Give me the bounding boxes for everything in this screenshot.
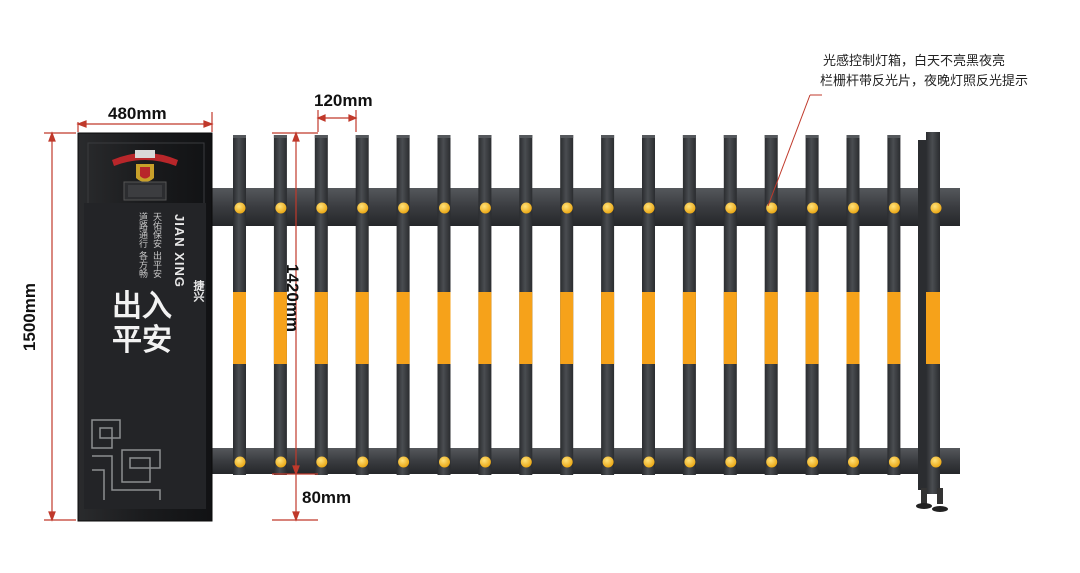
gate-bar	[560, 135, 574, 475]
reflector-dot	[357, 456, 369, 468]
reflector-dot	[766, 202, 778, 214]
gate-bar	[805, 135, 819, 475]
dim-bar-spacing: 120mm	[314, 91, 373, 110]
reflector-dot	[398, 456, 410, 468]
gate-bar	[396, 135, 410, 475]
reflective-stripe	[601, 292, 615, 364]
vertical-bars	[233, 135, 901, 475]
gate-bar	[764, 135, 778, 475]
reflector-dot	[357, 202, 369, 214]
reflective-stripe	[396, 292, 410, 364]
reflective-stripe	[355, 292, 369, 364]
cabinet-poem-line: 天佑保安 出平安	[151, 212, 161, 278]
reflector-dot	[807, 456, 819, 468]
gate-bar	[478, 135, 492, 475]
end-post-rear	[918, 140, 926, 490]
gate-bar	[846, 135, 860, 475]
reflector-dot	[479, 456, 491, 468]
reflector-dot	[602, 202, 614, 214]
reflector-dot	[848, 202, 859, 214]
reflector-dot	[520, 456, 532, 468]
reflective-stripe	[764, 292, 778, 364]
support-foot-pad	[932, 506, 948, 512]
reflective-stripe	[887, 292, 901, 364]
cabinet-pattern	[91, 419, 161, 500]
support-foot	[921, 488, 927, 504]
reflector-dot	[234, 456, 246, 468]
reflector-dot	[725, 456, 737, 468]
support-foot	[937, 488, 943, 504]
reflector-dot	[398, 202, 410, 214]
reflector-dot	[439, 202, 450, 214]
cabinet-motto: 出入平安	[112, 289, 172, 358]
dim-bar-height: 1420mm	[283, 264, 302, 333]
end-post-stripe	[926, 292, 940, 364]
reflector-dot	[643, 202, 655, 214]
reflector-dot	[316, 456, 328, 468]
reflector-dot	[888, 456, 900, 468]
reflective-stripe	[723, 292, 737, 364]
reflector-dot	[930, 202, 942, 214]
gate-bar	[314, 135, 328, 475]
reflective-stripe	[233, 292, 246, 364]
reflector-dot	[807, 202, 819, 214]
dim-cabinet-width: 480mm	[108, 104, 167, 123]
annotation-line-2: 栏栅杆带反光片，夜晚灯照反光提示	[820, 74, 1029, 89]
gate-bar	[355, 135, 369, 475]
gate-bar	[887, 135, 901, 475]
reflective-stripe	[273, 292, 287, 364]
gate-bar	[723, 135, 737, 475]
reflector-dot	[275, 456, 287, 468]
brand-cn: 捷兴	[192, 280, 205, 302]
reflector-dot	[561, 202, 573, 214]
gate-bar	[273, 135, 287, 475]
reflector-dot	[888, 202, 900, 214]
reflective-stripe	[642, 292, 655, 364]
dim-ground-clearance: 80mm	[302, 488, 352, 507]
reflective-stripe	[560, 292, 574, 364]
reflective-stripe	[314, 292, 328, 364]
reflector-dot	[234, 202, 246, 214]
reflector-dot	[766, 456, 778, 468]
reflective-stripe	[478, 292, 492, 364]
gate-bar	[601, 135, 615, 475]
cabinet-emblem	[112, 150, 178, 182]
gate-bar	[519, 135, 533, 475]
dimension-lines	[44, 94, 822, 522]
cabinet-poem-line: 道路通行 各方畅	[137, 212, 147, 278]
reflector-dot	[684, 202, 696, 214]
gate-bar	[233, 135, 246, 475]
reflective-stripe	[846, 292, 860, 364]
reflector-dot	[930, 456, 942, 468]
reflector-dot	[316, 202, 328, 214]
annotation-line-1: 光感控制灯箱，白天不亮黑夜亮	[823, 54, 1006, 69]
reflective-stripe	[437, 292, 451, 364]
reflector-dot	[684, 456, 696, 468]
reflective-stripe	[682, 292, 696, 364]
reflective-stripe	[519, 292, 533, 364]
reflector-dot	[848, 456, 859, 468]
reflector-dot	[479, 202, 491, 214]
reflective-stripe	[805, 292, 819, 364]
gate-bar	[437, 135, 451, 475]
gate-bar	[642, 135, 655, 475]
reflector-dot	[643, 456, 655, 468]
brand-en: JIAN XING	[172, 214, 187, 289]
reflector-dot	[725, 202, 737, 214]
control-cabinet	[77, 132, 213, 522]
gate-bar	[682, 135, 696, 475]
top-rail	[210, 188, 960, 226]
dim-total-height: 1500mm	[20, 283, 39, 352]
reflector-dot	[602, 456, 614, 468]
support-foot-pad	[916, 503, 932, 509]
reflector-dot	[439, 456, 450, 468]
bottom-rail	[210, 448, 960, 474]
reflector-dot	[561, 456, 573, 468]
reflector-dot	[275, 202, 287, 214]
reflector-dot	[520, 202, 532, 214]
